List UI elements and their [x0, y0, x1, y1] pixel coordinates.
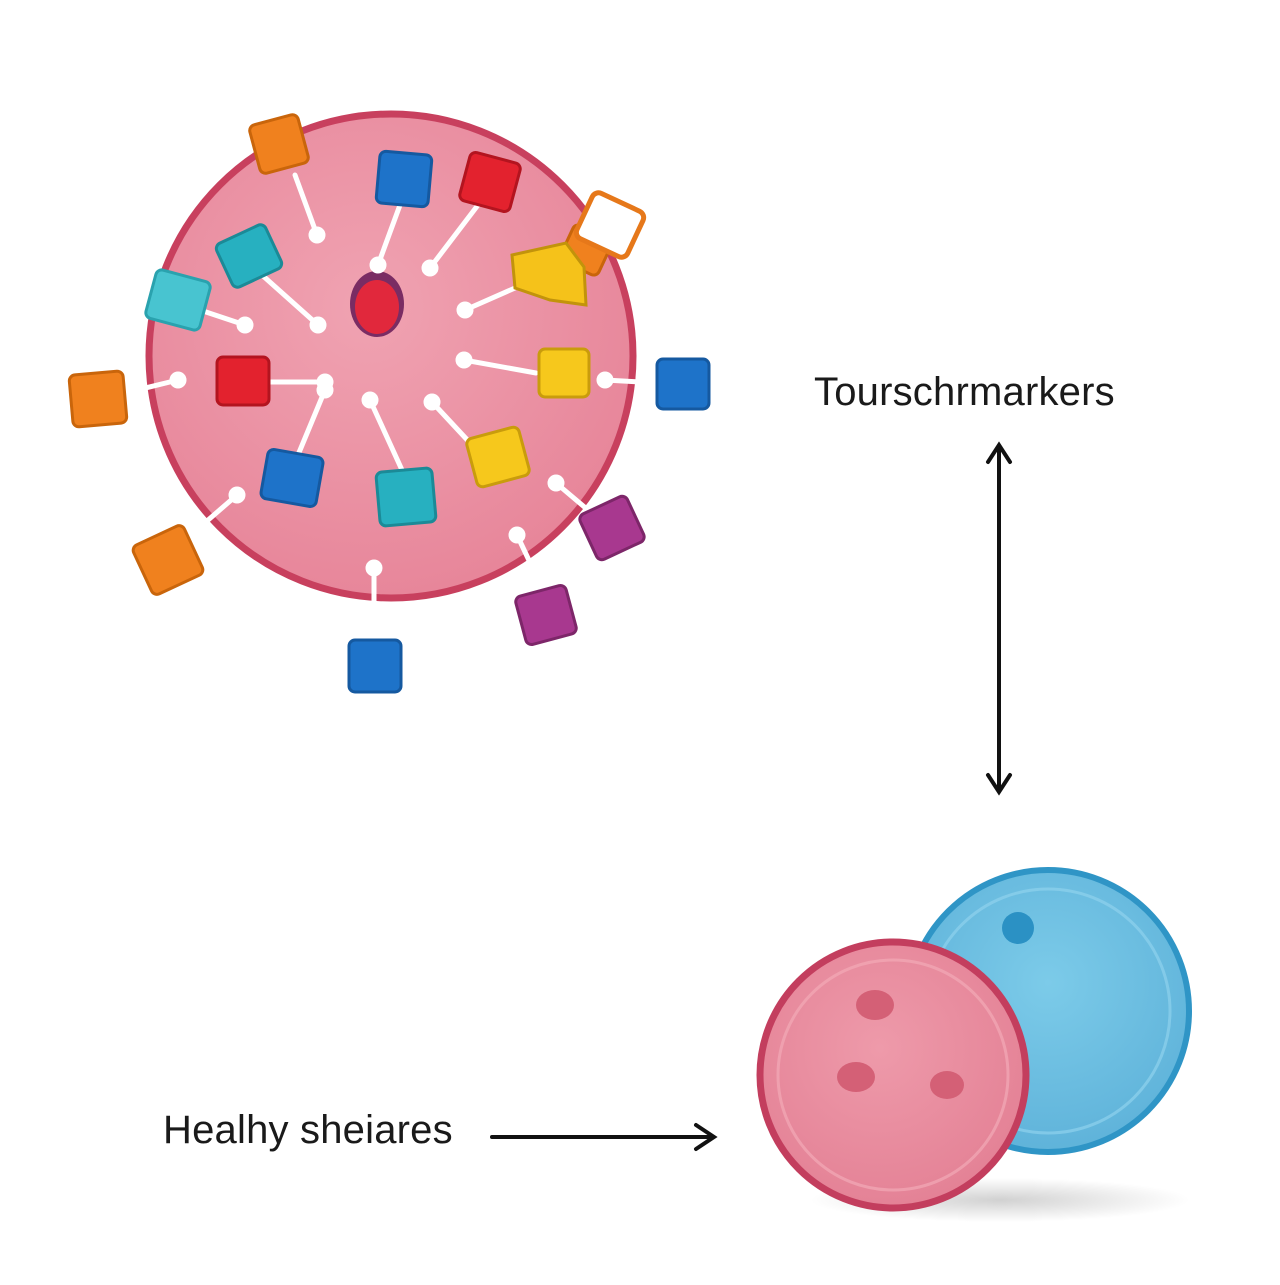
marker-yellow-icon	[537, 347, 591, 399]
tumor-markers-label: Tourschrmarkers	[814, 370, 1115, 414]
marker-yellow-icon	[465, 425, 531, 489]
marker-blue-icon	[655, 357, 711, 411]
marker-teal-icon	[214, 223, 284, 289]
marker-blue-icon	[374, 149, 434, 209]
marker-red-icon	[215, 355, 271, 407]
marker-orange-icon	[131, 524, 205, 596]
marker-purple-icon	[514, 583, 578, 647]
marker-white-icon	[573, 190, 647, 260]
marker-yellow-icon	[510, 241, 588, 307]
marker-purple-icon	[578, 494, 646, 562]
marker-stems	[122, 172, 660, 643]
right-arrow-icon	[490, 1123, 718, 1151]
marker-blue-icon	[347, 638, 403, 694]
healthy-cells-icon	[756, 867, 1192, 1222]
marker-red-icon	[458, 150, 522, 214]
double-arrow-icon	[986, 441, 1012, 796]
healthy-cells-label: Healhy sheiares	[163, 1108, 453, 1152]
healthy-cell-pink	[756, 938, 1030, 1212]
marker-orange-icon	[67, 369, 129, 429]
marker-orange-icon	[248, 113, 310, 175]
marker-teal-icon	[374, 466, 438, 528]
marker-cyan-icon	[144, 268, 212, 332]
marker-blue-icon	[259, 447, 325, 509]
surface-markers	[67, 113, 711, 694]
